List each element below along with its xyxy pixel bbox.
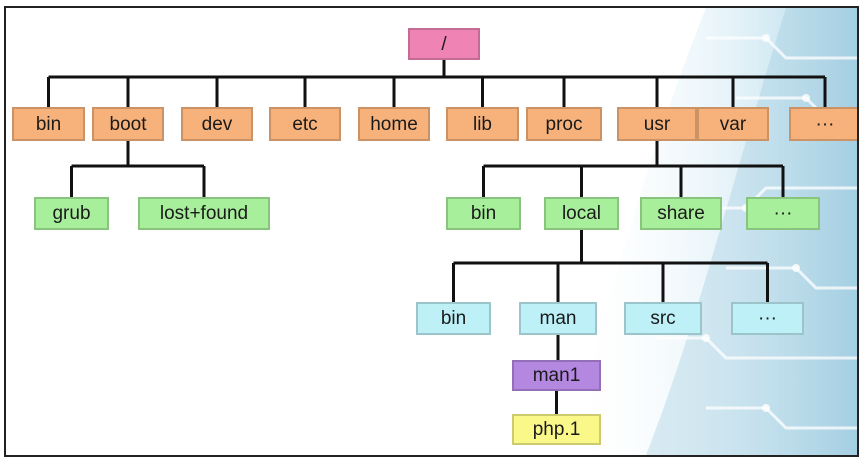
node-man-child-label: man1 (532, 365, 581, 386)
node-level1: etc (269, 107, 341, 141)
node-level1-label: proc (545, 113, 583, 135)
node-level1-label: home (370, 113, 418, 135)
node-usr-child-label: ··· (773, 203, 793, 224)
node-usr-child-label: local (561, 203, 602, 224)
node-root: / (408, 28, 480, 60)
node-man1-child: php.1 (512, 414, 601, 445)
node-usr-child: share (640, 197, 722, 230)
node-usr-child: ··· (746, 197, 820, 230)
node-level1: usr (617, 107, 697, 141)
node-local-child-label: bin (440, 308, 467, 329)
node-local-child-label: src (650, 308, 676, 329)
node-local-child: ··· (731, 302, 804, 335)
node-usr-child: local (544, 197, 619, 230)
node-level1: proc (526, 107, 602, 141)
node-level1-label: dev (201, 113, 233, 135)
filesystem-tree-diagram: / bin boot dev etc home lib proc usr var ··· grub lo… (4, 6, 859, 457)
node-man1-child-label: php.1 (532, 419, 581, 440)
node-level1: dev (181, 107, 253, 141)
node-level1-label: bin (35, 113, 62, 135)
node-level1: lib (446, 107, 519, 141)
node-local-child: bin (416, 302, 491, 335)
node-man-child: man1 (512, 360, 601, 391)
node-boot-child: lost+found (138, 197, 270, 230)
node-boot-child-label: grub (52, 203, 91, 224)
node-level1: ··· (789, 107, 857, 141)
node-level1: home (358, 107, 430, 141)
node-boot-child: grub (34, 197, 109, 230)
node-level1-label: usr (643, 113, 671, 135)
node-usr-child-label: share (657, 203, 705, 224)
node-level1-label: var (719, 113, 747, 135)
node-level1: var (697, 107, 769, 141)
node-level1: boot (92, 107, 164, 141)
node-root-label: / (441, 33, 447, 55)
node-local-child: src (624, 302, 702, 335)
tree-connectors (47, 60, 827, 414)
node-level1-label: ··· (815, 113, 835, 135)
node-usr-child-label: bin (470, 203, 497, 224)
node-local-child-label: ··· (758, 308, 777, 329)
node-boot-child-label: lost+found (159, 203, 249, 224)
node-level1: bin (12, 107, 85, 141)
node-level1-label: boot (109, 113, 147, 135)
node-level1-label: lib (472, 113, 492, 135)
node-local-child: man (519, 302, 597, 335)
node-usr-child: bin (446, 197, 521, 230)
node-level1-label: etc (292, 113, 318, 135)
node-local-child-label: man (539, 308, 577, 329)
